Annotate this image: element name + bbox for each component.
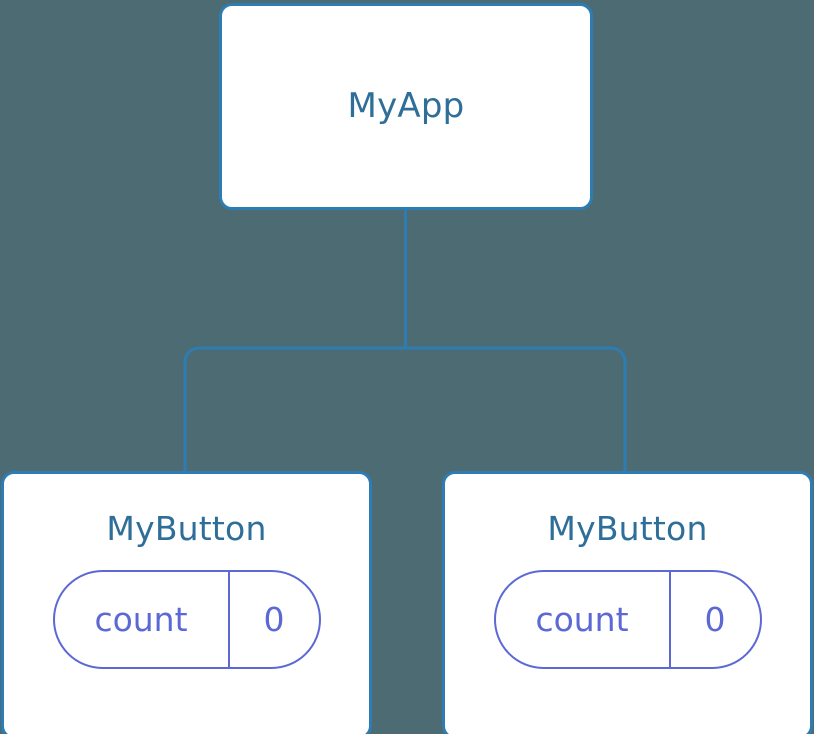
edge-root-to-child-left xyxy=(183,346,406,472)
node-mybutton-right[interactable]: MyButton count 0 xyxy=(442,471,813,734)
node-mybutton-left[interactable]: MyButton count 0 xyxy=(1,471,372,734)
state-key-left-text: count xyxy=(94,599,188,639)
state-value-left-text: 0 xyxy=(263,599,285,639)
state-pill-left[interactable]: count 0 xyxy=(52,569,321,669)
state-key-right-text: count xyxy=(535,599,629,639)
node-myapp[interactable]: MyApp xyxy=(219,3,593,210)
node-myapp-label: MyApp xyxy=(347,85,465,126)
state-value-right: 0 xyxy=(671,572,760,667)
state-pill-right[interactable]: count 0 xyxy=(493,569,762,669)
state-value-left: 0 xyxy=(230,572,319,667)
state-key-right: count xyxy=(496,571,671,667)
node-mybutton-left-label: MyButton xyxy=(106,509,267,548)
edge-root-to-child-right xyxy=(405,346,627,472)
state-key-left: count xyxy=(55,571,230,667)
node-mybutton-right-label: MyButton xyxy=(547,509,708,548)
state-value-right-text: 0 xyxy=(704,599,726,639)
